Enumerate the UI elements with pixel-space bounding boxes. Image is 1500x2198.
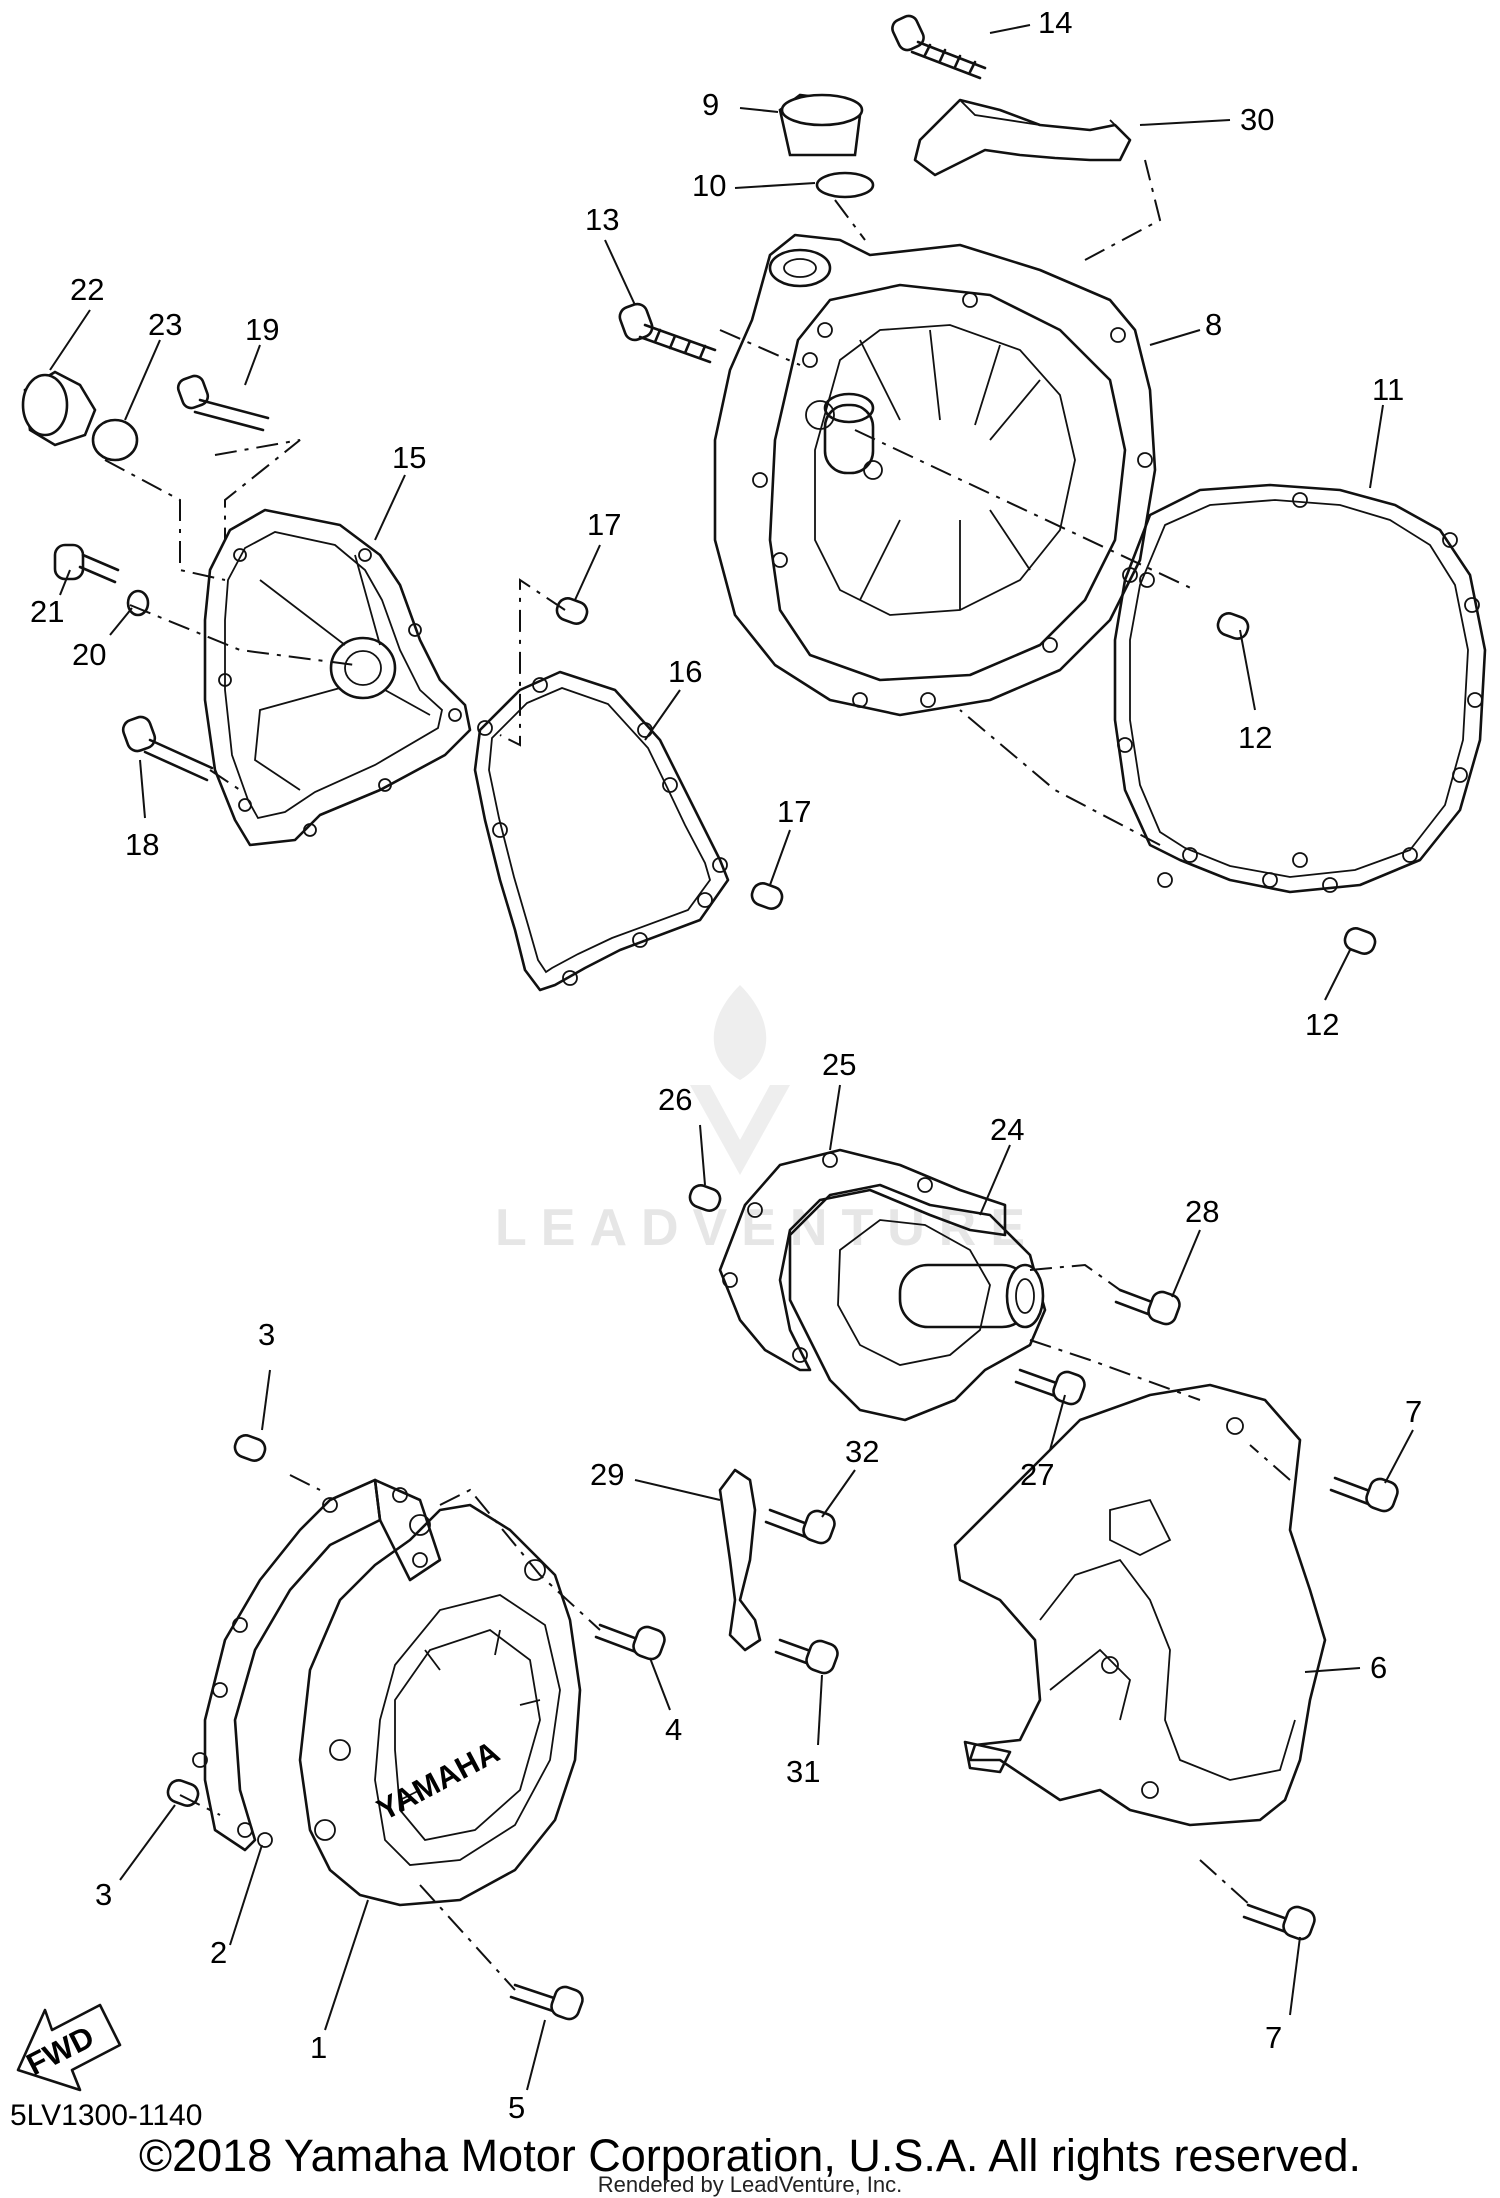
callout-29: 30 bbox=[1240, 102, 1274, 137]
callout-labels: 14 30 9 10 13 8 11 22 23 19 15 17 16 17 … bbox=[30, 5, 1422, 2125]
callout-1: 1 bbox=[310, 2030, 327, 2065]
callout-8: 8 bbox=[1205, 307, 1222, 342]
part-26-dowel bbox=[688, 1184, 722, 1212]
callout-3-lower: 3 bbox=[95, 1877, 112, 1912]
fasteners bbox=[21, 14, 1399, 2021]
callout-4: 4 bbox=[665, 1712, 682, 1747]
part-27-bolt bbox=[1014, 1368, 1086, 1406]
callout-30: 29 bbox=[590, 1457, 624, 1492]
part-19-bolt bbox=[176, 374, 270, 432]
callout-13: 13 bbox=[585, 202, 619, 237]
callout-7-lower: 7 bbox=[1265, 2020, 1282, 2055]
part-6-sprocket-cover bbox=[953, 1383, 1327, 1827]
part-1-generator-cover: YAMAHA bbox=[298, 1503, 582, 1907]
part-4-bolt bbox=[594, 1623, 666, 1661]
part-7-bolt-upper bbox=[1329, 1476, 1399, 1513]
callout-7-upper: 7 bbox=[1405, 1394, 1422, 1429]
part-30-bracket bbox=[718, 1468, 762, 1652]
part-28-bolt bbox=[1114, 1288, 1181, 1326]
callout-6: 6 bbox=[1370, 1650, 1387, 1685]
part-13-bolt bbox=[618, 302, 717, 364]
callout-31: 31 bbox=[786, 1754, 820, 1789]
callout-11: 11 bbox=[1372, 372, 1404, 407]
callout-21: 21 bbox=[30, 594, 64, 629]
callout-19: 19 bbox=[245, 312, 279, 347]
part-29-bracket bbox=[913, 98, 1132, 177]
callout-23: 23 bbox=[148, 307, 182, 342]
callout-20: 20 bbox=[72, 637, 106, 672]
leader-lines bbox=[49, 24, 1414, 2091]
copyright-notice: ©2018 Yamaha Motor Corporation, U.S.A. A… bbox=[138, 2130, 1362, 2181]
part-21-bolt bbox=[53, 543, 120, 584]
callout-24: 24 bbox=[990, 1112, 1024, 1147]
part-2-gasket bbox=[192, 1478, 442, 1852]
part-15-cover bbox=[203, 508, 472, 847]
part-32-bolt bbox=[764, 1508, 836, 1545]
part-31-bolt bbox=[774, 1638, 839, 1675]
callout-15: 15 bbox=[392, 440, 426, 475]
fwd-arrow-text: FWD bbox=[21, 2019, 100, 2082]
part-10-washer bbox=[815, 171, 875, 199]
part-8-crankcase-cover bbox=[713, 233, 1157, 717]
part-24-cover bbox=[788, 1183, 1047, 1422]
callout-27: 27 bbox=[1020, 1457, 1054, 1492]
part-12-dowel-lower bbox=[1343, 927, 1377, 955]
callout-17-lower: 17 bbox=[777, 794, 811, 829]
part-7-bolt-lower bbox=[1242, 1903, 1316, 1941]
part-23-oring bbox=[91, 418, 139, 462]
callout-32: 32 bbox=[845, 1434, 879, 1469]
callout-3-upper: 3 bbox=[258, 1317, 275, 1352]
part-5-bolt bbox=[509, 1983, 584, 2021]
part-25-gasket bbox=[718, 1148, 1007, 1372]
rendered-by-text: Rendered by LeadVenture, Inc. bbox=[597, 2172, 903, 2197]
callout-16: 16 bbox=[668, 654, 702, 689]
part-9-plug bbox=[778, 93, 864, 157]
yamaha-logo-text: YAMAHA bbox=[371, 1734, 505, 1827]
callout-18: 18 bbox=[125, 827, 159, 862]
diagram-code: 5LV1300-1140 bbox=[10, 2099, 202, 2132]
part-16-gasket bbox=[473, 670, 730, 992]
callout-14: 14 bbox=[1038, 5, 1072, 40]
callout-17-upper: 17 bbox=[587, 507, 621, 542]
part-11-gasket bbox=[1113, 483, 1487, 894]
assembly-lines bbox=[104, 159, 1291, 1991]
callout-9: 9 bbox=[702, 87, 719, 122]
part-17-dowel-lower bbox=[750, 882, 784, 910]
watermark-text: LEADVENTURE bbox=[495, 1199, 1039, 1257]
callout-22: 22 bbox=[70, 272, 104, 307]
fwd-arrow: FWD bbox=[16, 2003, 122, 2092]
part-18-bolt bbox=[121, 715, 214, 782]
callout-12-lower: 12 bbox=[1305, 1007, 1339, 1042]
callout-10: 10 bbox=[692, 168, 726, 203]
part-12-dowel-upper bbox=[1216, 612, 1250, 640]
callout-5: 5 bbox=[508, 2090, 525, 2125]
callout-28: 28 bbox=[1185, 1194, 1219, 1229]
callout-25: 25 bbox=[822, 1047, 856, 1082]
part-14-bolt bbox=[891, 14, 987, 80]
part-17-dowel-upper bbox=[555, 597, 589, 625]
callout-12-upper: 12 bbox=[1238, 720, 1272, 755]
part-3-dowel-upper bbox=[233, 1434, 267, 1462]
leadventure-watermark: LEADVENTURE bbox=[495, 985, 1039, 1257]
part-22-plug bbox=[21, 370, 97, 447]
callout-2: 2 bbox=[210, 1935, 227, 1970]
callout-26: 26 bbox=[658, 1082, 692, 1117]
part-20-washer bbox=[126, 589, 150, 617]
